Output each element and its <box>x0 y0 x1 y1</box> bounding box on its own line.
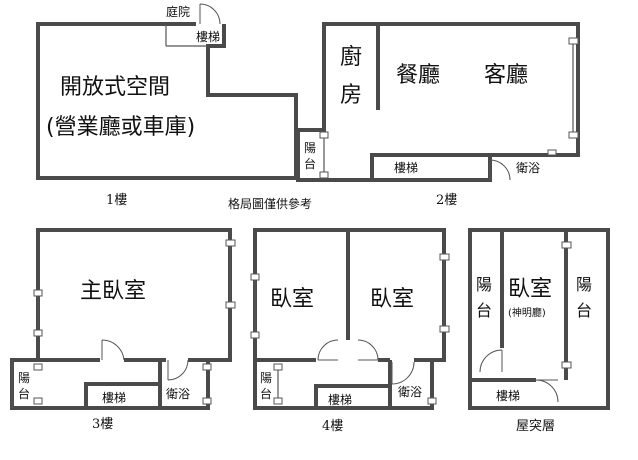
floor-4-window-top <box>439 253 450 261</box>
floor-3-outer-wall <box>10 228 232 410</box>
roof-balcony-left-label-1: 陽 <box>476 275 492 294</box>
roof-plan: 陽 台 臥室 (神明廳) 陽 台 樓梯 <box>468 228 610 410</box>
floor-3-balcony-label-1: 陽 <box>18 371 30 385</box>
roof-outer-wall <box>468 228 610 410</box>
floor-2-bath-window <box>547 149 557 156</box>
roof-bedroom-label: 臥室 <box>508 277 552 302</box>
floor-3-balcony-window-bottom <box>33 397 43 405</box>
floor-2-kitchen-label-2: 房 <box>340 83 362 108</box>
floor-3-left-window-top <box>33 289 43 297</box>
floor-4-balcony-label-1: 陽 <box>260 371 272 385</box>
floor-3-master-label: 主臥室 <box>80 279 146 304</box>
floor-3-window-top <box>225 239 236 247</box>
floor-3-bath-window-2 <box>202 397 212 405</box>
floor-2-kitchen-label-1: 廚 <box>340 45 362 70</box>
floor-1-outer-wall <box>36 22 298 180</box>
roof-caption: 屋突層 <box>516 418 555 434</box>
floor-4-bath-door <box>391 361 415 385</box>
floor-4-right-door <box>357 339 379 361</box>
floor-4-plan: 臥室 臥室 陽 台 樓梯 衛浴 <box>250 228 450 410</box>
floor-4-window-bottom <box>439 325 450 333</box>
roof-balcony-right-label-2: 台 <box>576 301 592 320</box>
floor-2-bath-label: 衛浴 <box>516 161 540 175</box>
floor-2-caption: 2樓 <box>436 193 457 208</box>
floor-2-dining-label: 餐廳 <box>396 63 440 88</box>
floor-3-master-door <box>101 339 125 361</box>
floor-3-balcony-label-2: 台 <box>18 386 30 401</box>
floor-3-plan: 主臥室 陽 台 樓梯 衛浴 <box>10 228 236 410</box>
floor-3-left-window-bottom <box>33 329 43 337</box>
floor-1-room-label: 開放式空間 <box>60 75 170 100</box>
floor-1-stairs-label: 樓梯 <box>196 29 220 44</box>
floor-2-window-top <box>568 37 579 45</box>
floor-3-window-bottom <box>225 301 236 309</box>
floor-3-bath-label: 衛浴 <box>166 387 190 401</box>
floor-2-plan: 廚 房 餐廳 客廳 陽 台 樓梯 衛浴 <box>296 22 580 182</box>
floor-2-living-label: 客廳 <box>484 63 528 88</box>
roof-window-top <box>561 241 572 249</box>
floor-3-caption: 3樓 <box>92 417 113 432</box>
floor-4-stairs-label: 樓梯 <box>328 392 352 407</box>
roof-balcony-right-label-1: 陽 <box>576 275 592 294</box>
floor-2-balcony-label-2: 台 <box>304 156 316 171</box>
floor-2-balcony-label-1: 陽 <box>304 141 316 155</box>
floor-3-stair-wall <box>84 382 160 408</box>
floor-2-window-bottom <box>568 131 579 139</box>
roof-balcony-left-label-2: 台 <box>476 301 492 320</box>
floor-3-stairs-label: 樓梯 <box>102 390 126 405</box>
roof-left-door <box>479 349 503 373</box>
floor-4-bath-window <box>427 397 437 405</box>
floor-2-stair-wall <box>370 153 490 180</box>
floor-1-stair-wall <box>165 24 208 47</box>
floor-4-left-window-bottom <box>250 331 260 339</box>
roof-stair-door <box>535 379 559 403</box>
floor-1-caption: 1樓 <box>106 193 127 208</box>
floor-4-bedroom-right-label: 臥室 <box>370 287 414 312</box>
floor-4-balcony-window-bottom <box>273 397 283 405</box>
floor-4-balcony-window-top <box>273 363 283 371</box>
floor-4-stair-wall <box>314 384 390 408</box>
roof-window-bottom <box>561 361 572 369</box>
floor-2-balcony-window-top <box>319 131 329 139</box>
floor-4-bath-label: 衛浴 <box>398 385 422 399</box>
floor-2-balcony-window-bottom <box>319 171 329 179</box>
roof-bedroom-note: (神明廳) <box>508 306 546 319</box>
floor-3-bath-door <box>167 359 189 381</box>
floor-3-bath-window <box>202 363 212 371</box>
floor-4-balcony-label-2: 台 <box>260 386 272 401</box>
roof-stairs-label: 樓梯 <box>496 388 520 403</box>
floor-1-yard-label: 庭院 <box>166 4 190 19</box>
floor-4-bedroom-left-label: 臥室 <box>270 287 314 312</box>
floor-3-balcony-window-top <box>33 363 43 371</box>
floor-4-left-window-top <box>250 273 260 281</box>
floor-1-room-note: (營業廳或車庫) <box>46 115 195 140</box>
floor-4-caption: 4樓 <box>322 419 343 434</box>
floor-4-left-door <box>317 339 339 361</box>
floor-2-stairs-label: 樓梯 <box>394 160 418 175</box>
floor-2-bath-door <box>489 159 511 181</box>
floor-1-plan: 庭院 樓梯 開放式空間 (營業廳或車庫) <box>36 3 298 180</box>
plan-disclaimer: 格局圖僅供參考 <box>228 196 312 211</box>
floor-1-yard-door <box>199 3 221 25</box>
